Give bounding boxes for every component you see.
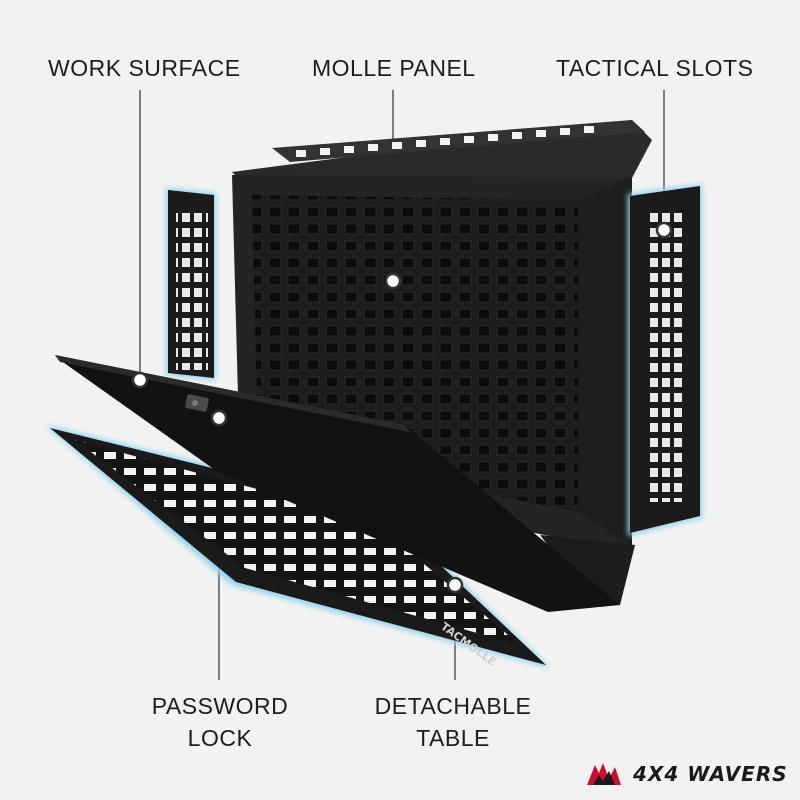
detachable-table-label-line1: DETACHABLE (374, 693, 532, 719)
detachable-table-label: DETACHABLE TABLE (368, 690, 538, 754)
detachable-table-dot (446, 576, 464, 594)
detachable-table-label-line2: TABLE (416, 725, 490, 751)
password-lock-label-line1: PASSWORD (151, 693, 289, 719)
work-surface-dot (131, 371, 149, 389)
tactical-slots-label: TACTICAL SLOTS (556, 55, 754, 81)
molle-panel-dot (384, 272, 402, 290)
password-lock-dot (210, 409, 228, 427)
password-lock-label: PASSWORD LOCK (150, 690, 290, 754)
right-tactical-slot-panel (628, 184, 702, 536)
box-hinge (540, 535, 635, 605)
brand-logo: 4X4 WAVERS (585, 757, 788, 791)
left-tactical-slot-panel (166, 188, 216, 380)
box-right-wall (578, 178, 632, 545)
molle-panel-label: MOLLE PANEL (312, 55, 476, 81)
callout-dots (131, 221, 673, 594)
brand-name: 4X4 WAVERS (633, 762, 788, 786)
work-surface-label: WORK SURFACE (48, 55, 241, 81)
tactical-slots-dot (655, 221, 673, 239)
box-top-rail (232, 120, 652, 192)
wave-logo-icon (587, 763, 621, 785)
password-lock-label-line2: LOCK (187, 725, 253, 751)
password-lock (185, 394, 209, 412)
